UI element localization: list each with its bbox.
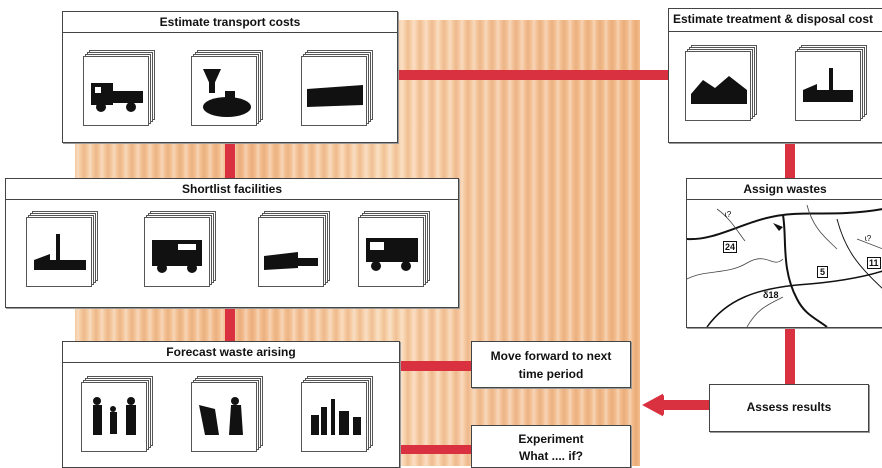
map-label-11: 11 [867, 257, 881, 269]
panel-title: Forecast waste arising [166, 345, 296, 359]
connector-treatment-assign [785, 142, 795, 179]
warehouse-icon [301, 50, 373, 126]
connector-transport-treatment [395, 70, 670, 80]
connector-forecast-move [397, 361, 472, 371]
panel-estimate-treatment: Estimate treatment & disposal cost [668, 8, 882, 143]
connector-forecast-experiment [397, 445, 472, 454]
svg-text:ɩ?: ɩ? [865, 234, 872, 243]
factory-icon [795, 45, 867, 121]
experiment-line1: Experiment [518, 432, 584, 446]
assess-results-box: Assess results [709, 384, 869, 432]
van-icon [144, 211, 216, 287]
factory-chimney-icon [191, 50, 263, 126]
move-forward-box: Move forward to next time period [471, 341, 631, 388]
map-label-18: δ18 [763, 290, 779, 300]
panel-assign-wastes: Assign wastes ɩ? ɩ? 24 5 11 δ18 [686, 178, 882, 328]
move-forward-line1: Move forward to next [490, 349, 612, 363]
connector-assign-assess [785, 326, 795, 384]
worker-icon [191, 376, 263, 452]
panel-forecast-waste: Forecast waste arising [62, 341, 400, 468]
arrow-left-icon [640, 390, 712, 420]
warehouse-icon [258, 211, 330, 287]
people-icon [81, 376, 153, 452]
city-icon [301, 376, 373, 452]
move-forward-line2: time period [518, 367, 584, 381]
experiment-line2: What .... if? [519, 449, 583, 463]
panel-estimate-transport: Estimate transport costs [62, 11, 398, 143]
truck-icon [83, 50, 155, 126]
truck-icon [358, 211, 430, 287]
factory-icon [26, 211, 98, 287]
panel-title: Shortlist facilities [181, 182, 283, 196]
panel-title: Estimate treatment & disposal cost [673, 12, 874, 26]
map-label-24: 24 [723, 241, 738, 253]
experiment-box: Experiment What .... if? [471, 425, 631, 468]
landfill-icon [685, 45, 757, 121]
panel-title: Assign wastes [743, 182, 827, 196]
panel-title: Estimate transport costs [159, 15, 301, 29]
connector-shortlist-forecast [225, 306, 235, 342]
assess-results-label: Assess results [746, 400, 832, 414]
svg-text:ɩ?: ɩ? [725, 210, 732, 219]
map-label-5: 5 [817, 266, 829, 278]
road-map: ɩ? ɩ? [687, 204, 882, 327]
connector-transport-shortlist [225, 142, 235, 179]
panel-shortlist-facilities: Shortlist facilities [5, 178, 459, 308]
